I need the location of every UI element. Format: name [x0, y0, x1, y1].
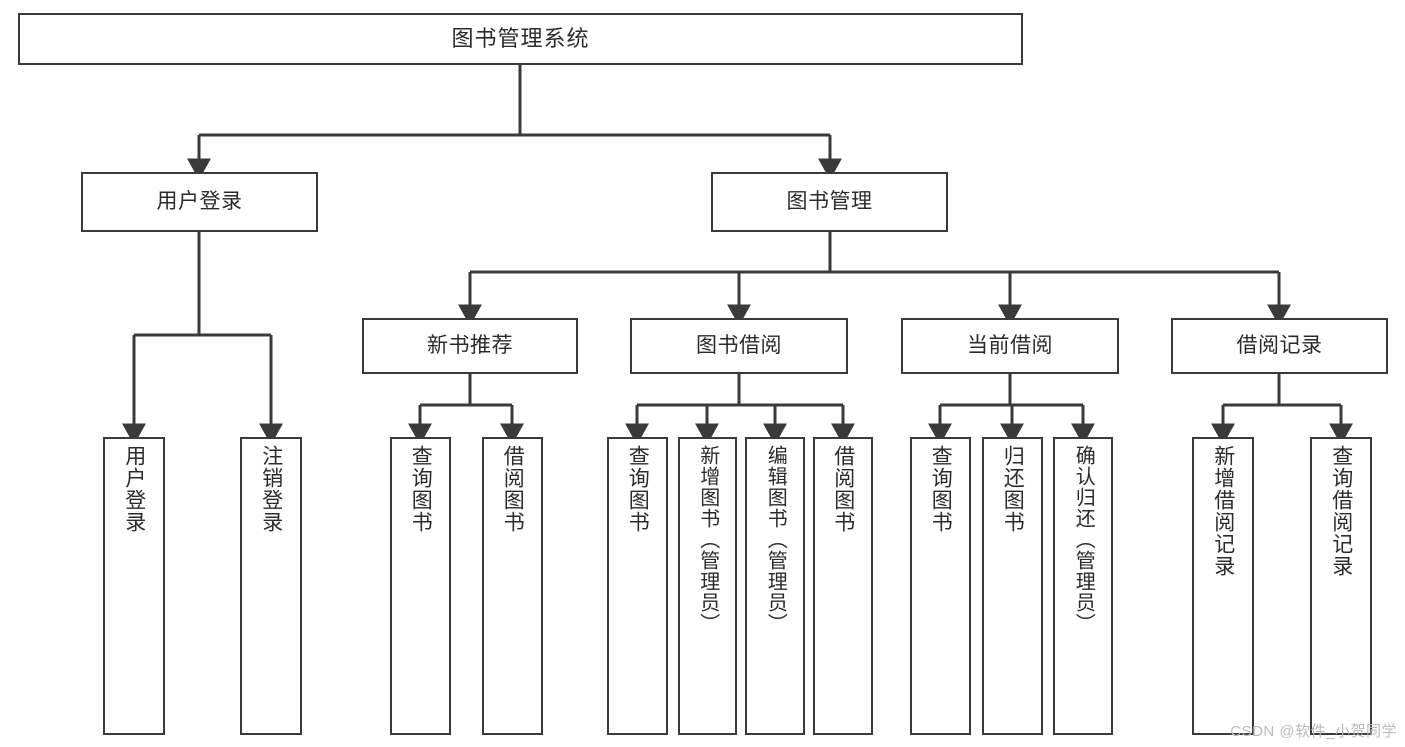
node-user-login[interactable]: 用户登录 [81, 172, 318, 232]
node-leaf-add-record-label: 新增借阅记录 [1211, 445, 1235, 577]
node-book-borrow-label: 图书借阅 [696, 334, 782, 358]
node-leaf-borrow-book-1-label: 借阅图书 [501, 445, 525, 533]
node-leaf-user-logout[interactable]: 注销登录 [240, 437, 302, 735]
node-leaf-query-record[interactable]: 查询借阅记录 [1310, 437, 1372, 735]
node-leaf-confirm-return[interactable]: 确认归还（管理员） [1053, 437, 1113, 735]
node-current-borrow-label: 当前借阅 [967, 334, 1053, 358]
node-leaf-edit-book[interactable]: 编辑图书（管理员） [745, 437, 805, 735]
node-leaf-borrow-book-2-label: 借阅图书 [831, 445, 855, 533]
node-leaf-borrow-book-2[interactable]: 借阅图书 [813, 437, 873, 735]
node-leaf-borrow-book-1[interactable]: 借阅图书 [482, 437, 543, 735]
node-borrow-record-label: 借阅记录 [1236, 334, 1323, 358]
node-new-book-recommend[interactable]: 新书推荐 [362, 318, 578, 374]
node-new-book-recommend-label: 新书推荐 [427, 334, 513, 358]
node-book-borrow[interactable]: 图书借阅 [630, 318, 848, 374]
node-leaf-edit-book-label: 编辑图书（管理员） [764, 445, 787, 634]
node-leaf-query-book-3[interactable]: 查询图书 [910, 437, 971, 735]
node-leaf-query-book-2[interactable]: 查询图书 [607, 437, 668, 735]
node-book-manage-label: 图书管理 [786, 190, 873, 214]
node-leaf-return-book-label: 归还图书 [1001, 445, 1025, 533]
node-leaf-query-book-3-label: 查询图书 [929, 445, 953, 533]
node-leaf-query-record-label: 查询借阅记录 [1329, 445, 1353, 577]
node-current-borrow[interactable]: 当前借阅 [901, 318, 1119, 374]
csdn-watermark: CSDN @软件_小贺同学 [1230, 723, 1397, 740]
node-leaf-query-book-2-label: 查询图书 [626, 445, 650, 533]
node-leaf-return-book[interactable]: 归还图书 [982, 437, 1043, 735]
node-leaf-query-book-1[interactable]: 查询图书 [390, 437, 451, 735]
node-leaf-add-book[interactable]: 新增图书（管理员） [678, 437, 737, 735]
node-leaf-user-login-label: 用户登录 [122, 445, 146, 533]
node-root-system[interactable]: 图书管理系统 [18, 13, 1023, 65]
node-root-system-label: 图书管理系统 [451, 25, 590, 51]
node-leaf-confirm-return-label: 确认归还（管理员） [1072, 445, 1095, 634]
node-leaf-user-login[interactable]: 用户登录 [103, 437, 165, 735]
node-leaf-add-book-label: 新增图书（管理员） [696, 445, 719, 634]
node-user-login-label: 用户登录 [156, 190, 243, 214]
node-leaf-add-record[interactable]: 新增借阅记录 [1192, 437, 1254, 735]
node-leaf-query-book-1-label: 查询图书 [409, 445, 433, 533]
node-book-manage[interactable]: 图书管理 [711, 172, 948, 232]
node-leaf-user-logout-label: 注销登录 [259, 445, 283, 533]
node-borrow-record[interactable]: 借阅记录 [1171, 318, 1388, 374]
